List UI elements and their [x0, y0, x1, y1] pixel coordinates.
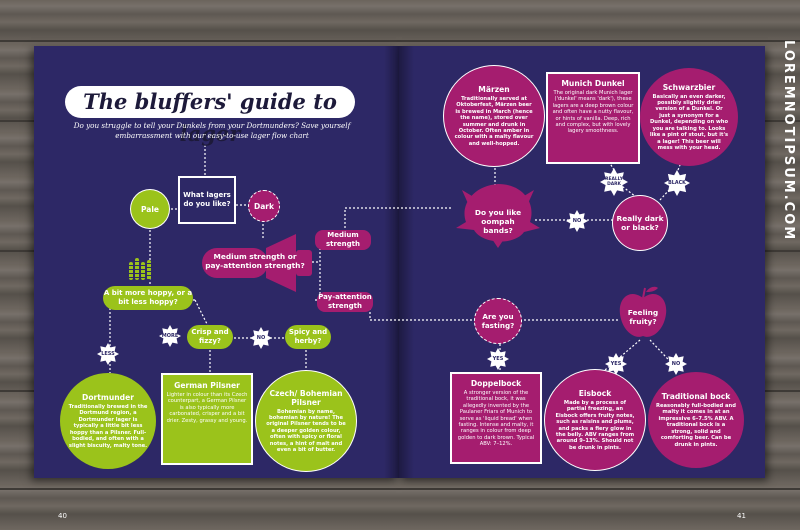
- wood-plank-seam: [0, 488, 800, 490]
- traditional-bock-name: Traditional bock: [661, 392, 731, 402]
- page-number-right: 41: [737, 512, 746, 520]
- german-pilsner-card[interactable]: German Pilsner Lighter in colour than it…: [161, 373, 253, 465]
- marzen-desc: Traditionally served at Oktoberfest, Mär…: [454, 95, 534, 147]
- pay-attention-pill[interactable]: Pay-attention strength: [317, 292, 373, 312]
- czech-pilsner-name: Czech/ Bohemian Pilsner: [269, 388, 343, 407]
- wheat-icon: [129, 258, 151, 280]
- munich-dunkel-name: Munich Dunkel: [561, 79, 625, 88]
- fasting-node[interactable]: Are you fasting?: [474, 298, 522, 344]
- no-badge: NO: [665, 353, 687, 375]
- megaphone-icon: [202, 234, 312, 292]
- no-badge: NO: [566, 210, 588, 232]
- eisbock-desc: Made by a process of partial freezing, a…: [555, 399, 635, 451]
- more-badge: MORE: [159, 325, 181, 347]
- yes-badge: YES: [487, 348, 509, 370]
- fasting-question: Are you fasting?: [481, 312, 515, 330]
- spicy-question-pill[interactable]: Spicy and herby?: [285, 325, 331, 349]
- eisbock-card[interactable]: Eisbock Made by a process of partial fre…: [547, 372, 643, 468]
- start-question: What lagers do you like?: [183, 191, 231, 208]
- dark-node[interactable]: Dark: [248, 190, 280, 222]
- yes-badge: YES: [605, 353, 627, 375]
- doppelbock-desc: A stronger version of the traditional bo…: [457, 390, 535, 448]
- watermark: LOREMNOTIPSUM.COM: [781, 40, 796, 242]
- dortmunder-desc: Traditionally brewed in the Dortmund reg…: [68, 404, 148, 449]
- page-number-left: 40: [58, 512, 67, 520]
- really-dark-badge: REALLY DARK: [600, 168, 628, 196]
- really-dark-question: Really dark or black?: [616, 214, 664, 232]
- spicy-question: Spicy and herby?: [288, 328, 328, 345]
- pale-label: Pale: [140, 204, 159, 214]
- book-gutter: [384, 46, 414, 478]
- munich-dunkel-desc: The original dark Munich lager ('dunkel'…: [552, 90, 634, 135]
- hoppy-question-pill[interactable]: A bit more hoppy, or a bit less hoppy?: [103, 286, 193, 310]
- traditional-bock-content: Traditional bock Reasonably full-bodied …: [656, 392, 736, 448]
- czech-pilsner-desc: Bohemian by name, bohemian by nature! Th…: [266, 408, 346, 454]
- traditional-bock-card[interactable]: Traditional bock Reasonably full-bodied …: [648, 372, 744, 468]
- oompah-question: Do you like oompah bands?: [474, 208, 522, 235]
- schwarzbier-desc: Basically an even darker, possibly sligh…: [649, 93, 729, 151]
- pay-attention-label: Pay-attention strength: [318, 293, 372, 310]
- schwarzbier-card[interactable]: Schwarzbier Basically an even darker, po…: [640, 68, 738, 166]
- crisp-question: Crisp and fizzy?: [191, 328, 229, 345]
- marzen-content: Märzen Traditionally served at Oktoberfe…: [454, 85, 534, 147]
- dortmunder-content: Dortmunder Traditionally brewed in the D…: [68, 393, 148, 449]
- german-pilsner-name: German Pilsner: [174, 381, 240, 390]
- czech-pilsner-content: Czech/ Bohemian Pilsner Bohemian by name…: [266, 389, 346, 454]
- no-badge: NO: [250, 327, 272, 349]
- schwarzbier-name: Schwarzbier: [662, 82, 716, 92]
- page-subtitle: Do you struggle to tell your Dunkels fro…: [73, 121, 351, 140]
- fruity-question: Feeling fruity?: [627, 308, 659, 326]
- pale-node[interactable]: Pale: [133, 192, 167, 226]
- page-title: The bluffers' guide to lager: [65, 86, 355, 146]
- marzen-card[interactable]: Märzen Traditionally served at Oktoberfe…: [446, 68, 542, 164]
- german-pilsner-desc: Lighter in colour than its Czech counter…: [166, 392, 248, 424]
- doppelbock-name: Doppelbock: [470, 379, 522, 388]
- really-dark-node[interactable]: Really dark or black?: [615, 198, 665, 248]
- traditional-bock-desc: Reasonably full-bodied and malty it come…: [656, 403, 736, 448]
- medium-strength-label: Medium strength: [325, 231, 361, 248]
- dortmunder-card[interactable]: Dortmunder Traditionally brewed in the D…: [60, 373, 156, 469]
- start-question-box[interactable]: What lagers do you like?: [178, 176, 236, 224]
- oompah-horns-icon: [456, 184, 540, 248]
- hoppy-question: A bit more hoppy, or a bit less hoppy?: [103, 289, 193, 306]
- czech-pilsner-card[interactable]: Czech/ Bohemian Pilsner Bohemian by name…: [258, 373, 354, 469]
- crisp-question-pill[interactable]: Crisp and fizzy?: [187, 325, 233, 349]
- wood-plank-seam: [0, 40, 800, 42]
- dortmunder-name: Dortmunder: [82, 393, 134, 403]
- dark-label: Dark: [254, 201, 274, 211]
- eisbock-content: Eisbock Made by a process of partial fre…: [555, 389, 635, 451]
- munich-dunkel-card[interactable]: Munich Dunkel The original dark Munich l…: [546, 72, 640, 164]
- schwarzbier-content: Schwarzbier Basically an even darker, po…: [649, 83, 729, 152]
- eisbock-name: Eisbock: [578, 388, 612, 398]
- less-badge: LESS: [97, 343, 119, 365]
- doppelbock-card[interactable]: Doppelbock A stronger version of the tra…: [450, 372, 542, 464]
- strength-question: Medium strength or pay-attention strengt…: [205, 252, 305, 270]
- black-badge: BLACK: [664, 170, 690, 196]
- apple-icon: [619, 286, 667, 337]
- medium-strength-pill[interactable]: Medium strength: [315, 230, 371, 250]
- marzen-name: Märzen: [478, 84, 510, 94]
